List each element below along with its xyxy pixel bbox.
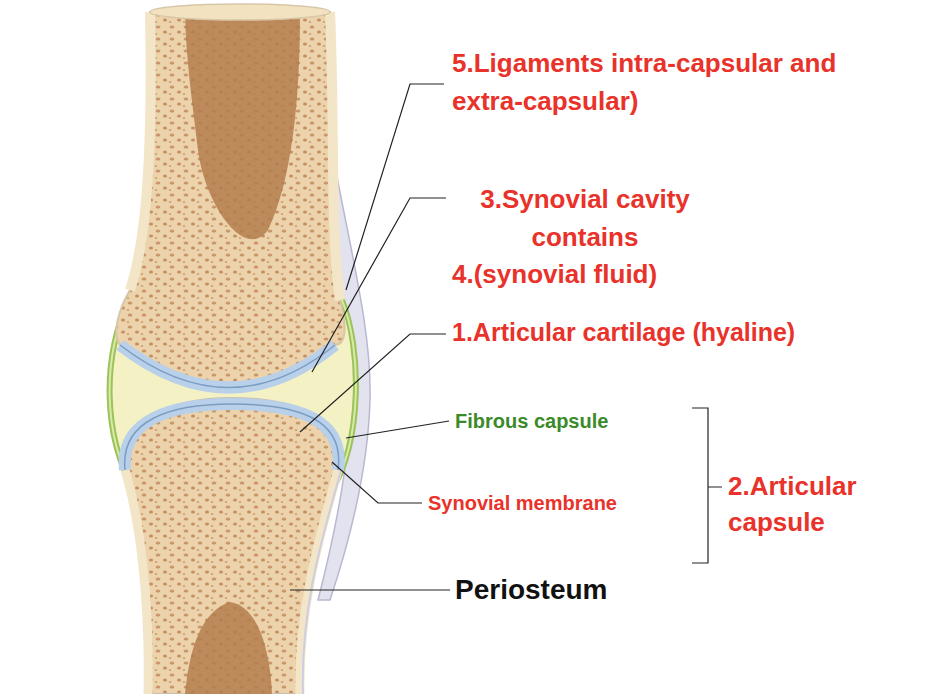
callout-label: 5.Ligaments intra-capsular and extra-cap… (452, 44, 912, 120)
cartilage-edge (120, 345, 335, 388)
callout-label: 2.Articular capsule (728, 468, 918, 540)
leader-line (312, 198, 446, 372)
leader-line (346, 421, 449, 438)
callout-label: Fibrous capsule (455, 408, 685, 434)
marrow-cavity (185, 12, 300, 239)
articular-cartilage (120, 345, 335, 388)
lower-bone (125, 398, 339, 694)
callout-label: Synovial membrane (428, 490, 688, 516)
leader-line (300, 334, 446, 432)
periosteum (303, 470, 341, 694)
callout-label: 3.Synovial cavity contains (450, 180, 720, 256)
leader-line (346, 84, 444, 290)
callout-label: Periosteum (455, 573, 715, 607)
cartilage-edge (125, 404, 339, 470)
bone-cut (150, 4, 330, 20)
upper-bone (116, 12, 344, 388)
leader-line (290, 589, 450, 590)
cortical-bone (125, 470, 148, 694)
articular-cartilage (125, 404, 339, 470)
leader-line (332, 462, 422, 503)
callout-label: 1.Articular cartilage (hyaline) (452, 316, 927, 348)
callout-label: 4.(synovial fluid) (452, 258, 752, 290)
marrow-cavity (185, 602, 272, 694)
cortical-bone (330, 12, 340, 300)
bracket (692, 408, 722, 563)
cortical-bone (130, 12, 151, 290)
